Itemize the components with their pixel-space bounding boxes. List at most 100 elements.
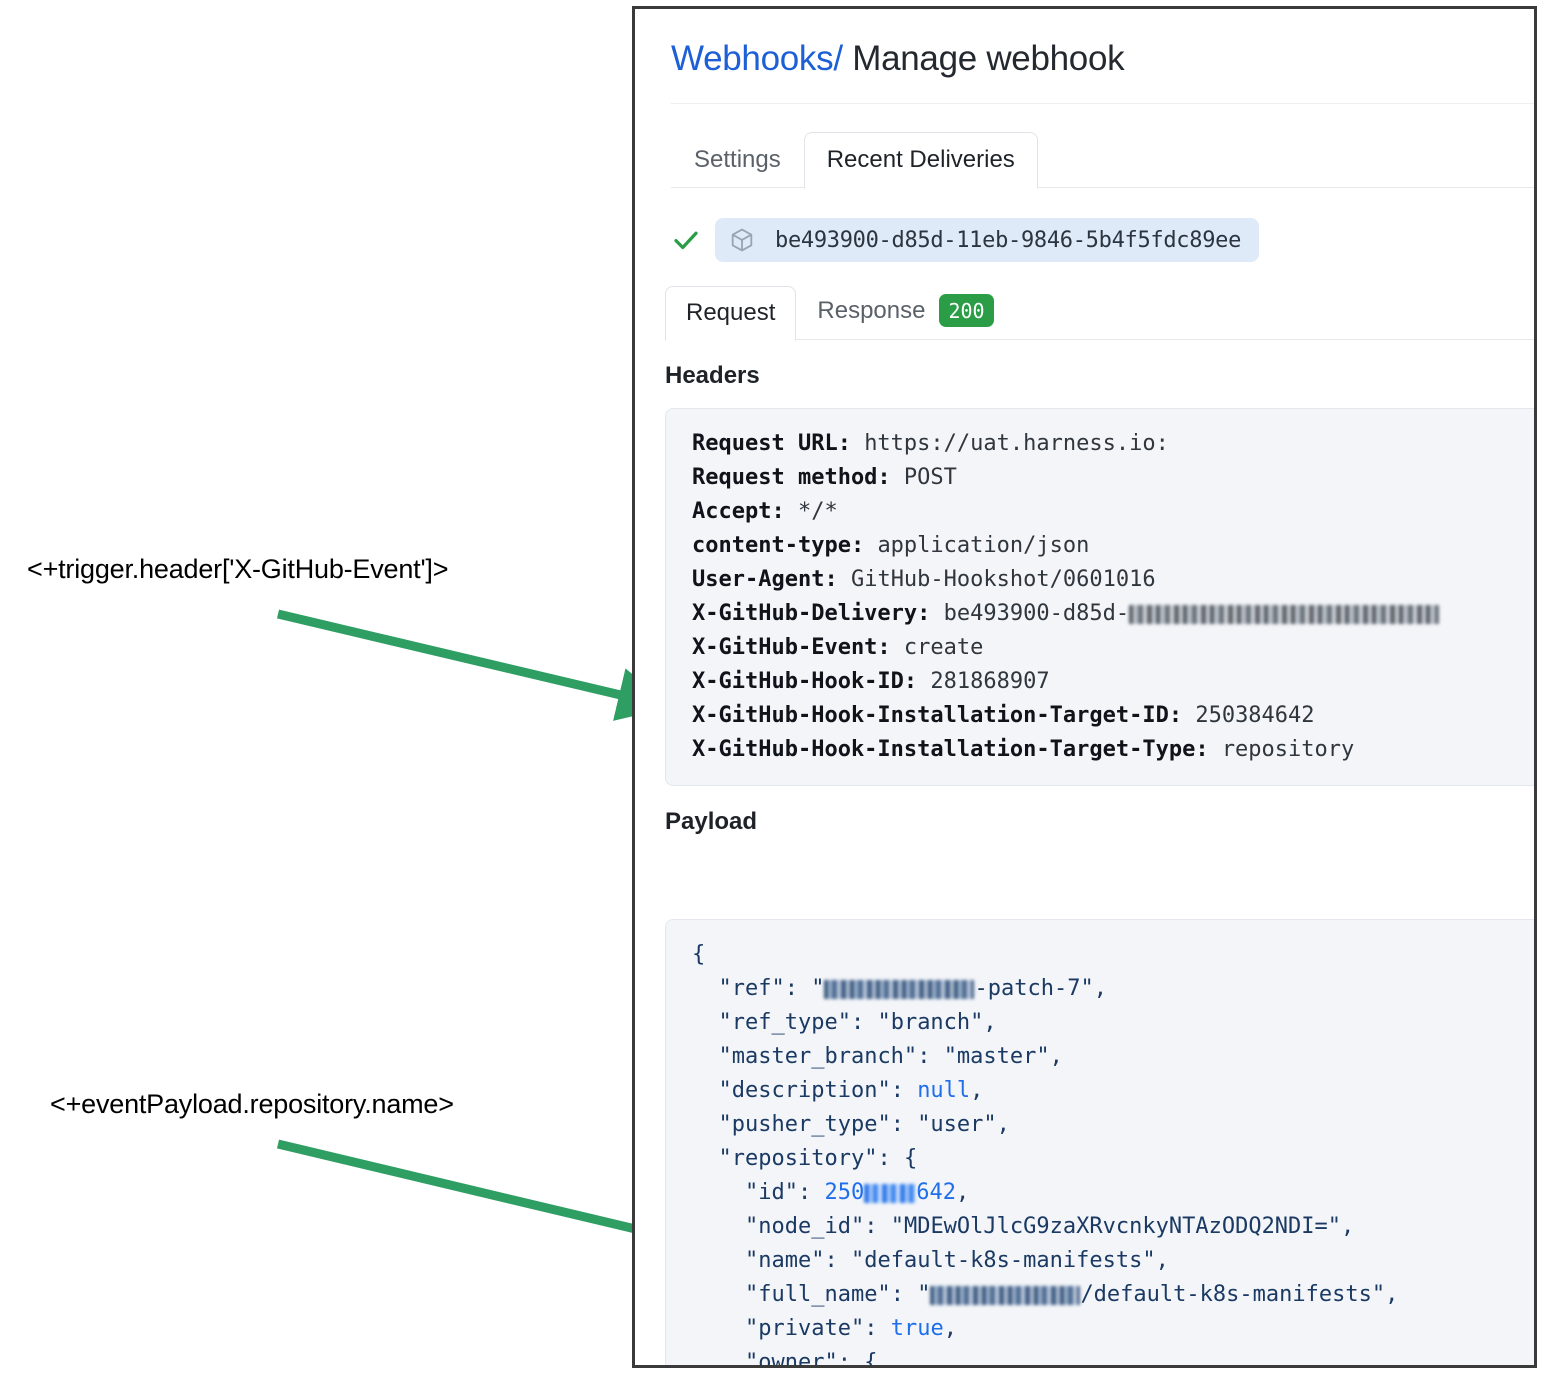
header-row: X-GitHub-Event: create	[692, 631, 1534, 665]
payload-token-punct: :	[784, 976, 812, 1001]
payload-token-punct: :	[797, 1180, 825, 1205]
header-value: GitHub-Hookshot/0601016	[850, 567, 1156, 592]
payload-indent	[692, 1248, 745, 1273]
payload-line: "node_id": "MDEwOlJlcG9zaXRvcnkyNTAzODQ2…	[692, 1210, 1534, 1244]
tab-settings[interactable]: Settings	[694, 146, 781, 173]
payload-token-punct: :	[864, 1214, 891, 1239]
header-key: User-Agent:	[692, 567, 851, 592]
header-row: X-GitHub-Hook-Installation-Target-ID: 25…	[692, 699, 1534, 733]
payload-code-block: { "ref": "-patch-7", "ref_type": "branch…	[665, 919, 1534, 1365]
payload-indent	[692, 1180, 745, 1205]
header-key: X-GitHub-Delivery:	[692, 601, 944, 626]
header-row: X-GitHub-Hook-Installation-Target-Type: …	[692, 733, 1534, 767]
payload-indent	[692, 1112, 719, 1137]
payload-token-key: "name"	[744, 1248, 825, 1273]
payload-section-label: Payload	[665, 808, 758, 835]
payload-token-str: "master"	[943, 1044, 1050, 1069]
payload-token-str: "user"	[917, 1112, 997, 1137]
tab-response[interactable]: Response 200	[796, 281, 1014, 340]
tab-recent-deliveries[interactable]: Recent Deliveries	[803, 132, 1038, 189]
payload-token-punct: {	[692, 942, 706, 967]
payload-token-key: "ref_type"	[718, 1010, 851, 1035]
payload-token-punct: :	[890, 1112, 918, 1137]
payload-token-punct: ,	[1385, 1282, 1399, 1307]
title-divider	[671, 103, 1534, 104]
headers-section-label: Headers	[665, 362, 760, 389]
delivery-id-value: be493900-d85d-11eb-9846-5b4f5fdc89ee	[775, 227, 1242, 253]
tab-request[interactable]: Request	[665, 286, 797, 341]
payload-token-str: /default-k8s-manifests"	[1080, 1282, 1386, 1307]
payload-token-lit: true	[890, 1316, 944, 1341]
payload-line: "name": "default-k8s-manifests",	[692, 1244, 1534, 1278]
annotation-label-trigger-header: <+trigger.header['X-GitHub-Event']>	[27, 554, 449, 584]
payload-indent	[692, 1214, 745, 1239]
package-icon	[731, 228, 753, 252]
breadcrumb-separator: /	[833, 39, 843, 78]
payload-line: {	[692, 938, 1534, 972]
breadcrumb-webhooks-link[interactable]: Webhooks	[671, 39, 834, 78]
header-key: X-GitHub-Hook-Installation-Target-Type:	[692, 737, 1222, 762]
delivery-row[interactable]: be493900-d85d-11eb-9846-5b4f5fdc89ee	[671, 218, 1534, 262]
payload-line: "pusher_type": "user",	[692, 1108, 1534, 1142]
payload-token-punct: :	[917, 1044, 944, 1069]
redacted-text	[1129, 605, 1440, 624]
payload-token-punct: :	[890, 1078, 918, 1103]
header-value: 250384642	[1195, 703, 1315, 728]
payload-token-punct: ,	[1049, 1044, 1063, 1069]
payload-indent	[692, 1350, 745, 1365]
payload-token-key: "repository"	[718, 1146, 878, 1171]
payload-token-punct: : {	[837, 1350, 878, 1365]
payload-token-str: "MDEwOlJlcG9zaXRvcnkyNTAzODQ2NDI="	[890, 1214, 1342, 1239]
payload-token-num: 642	[916, 1180, 956, 1205]
annotation-arrow-to-x-github-event	[276, 609, 672, 721]
header-key: X-GitHub-Hook-Installation-Target-ID:	[692, 703, 1196, 728]
header-key: Accept:	[692, 499, 798, 524]
tabs-underline	[671, 187, 1534, 188]
header-key: X-GitHub-Event:	[692, 635, 904, 660]
check-icon	[674, 231, 698, 250]
header-value: be493900-d85d-	[943, 601, 1130, 626]
payload-token-str: "default-k8s-manifests"	[850, 1248, 1156, 1273]
delivery-id-pill[interactable]: be493900-d85d-11eb-9846-5b4f5fdc89ee	[715, 218, 1260, 262]
payload-token-punct: :	[824, 1248, 851, 1273]
payload-token-lit: null	[917, 1078, 971, 1103]
header-value: */*	[797, 499, 838, 524]
payload-indent	[692, 1316, 745, 1341]
redacted-text	[824, 980, 975, 999]
payload-line: "repository": {	[692, 1142, 1534, 1176]
redacted-text	[864, 1184, 917, 1203]
payload-token-key: "master_branch"	[718, 1044, 918, 1069]
header-row: content-type: application/json	[692, 529, 1534, 563]
header-row: Request URL: https://uat.harness.io:	[692, 427, 1534, 461]
payload-line: "master_branch": "master",	[692, 1040, 1534, 1074]
payload-token-punct: :	[850, 1010, 878, 1035]
payload-line: "description": null,	[692, 1074, 1534, 1108]
headers-code-block: Request URL: https://uat.harness.io:Requ…	[665, 408, 1534, 786]
payload-token-key: "description"	[718, 1078, 891, 1103]
request-response-underline	[665, 339, 1534, 340]
tab-request-label: Request	[686, 299, 776, 326]
payload-token-str: "	[811, 976, 825, 1001]
header-key: Request method:	[692, 465, 904, 490]
header-value: https://uat.harness.io:	[864, 431, 1169, 456]
payload-line: "ref_type": "branch",	[692, 1006, 1534, 1040]
payload-indent	[692, 1010, 719, 1035]
status-badge: 200	[939, 294, 994, 327]
payload-line: "owner": {	[692, 1346, 1534, 1365]
header-row: User-Agent: GitHub-Hookshot/0601016	[692, 563, 1534, 597]
header-value: POST	[903, 465, 957, 490]
payload-token-num: 250	[824, 1180, 865, 1205]
payload-token-str: "	[917, 1282, 931, 1307]
payload-token-punct: ,	[1093, 976, 1107, 1001]
payload-indent	[692, 1078, 719, 1103]
payload-token-punct: ,	[955, 1180, 970, 1205]
payload-token-punct: ,	[996, 1112, 1010, 1137]
payload-token-punct: : {	[877, 1146, 918, 1171]
payload-token-punct: ,	[983, 1010, 997, 1035]
header-value: create	[903, 635, 984, 660]
header-row: Request method: POST	[692, 461, 1534, 495]
header-value: 281868907	[930, 669, 1050, 694]
redacted-text	[930, 1286, 1081, 1305]
payload-token-punct: :	[890, 1282, 918, 1307]
